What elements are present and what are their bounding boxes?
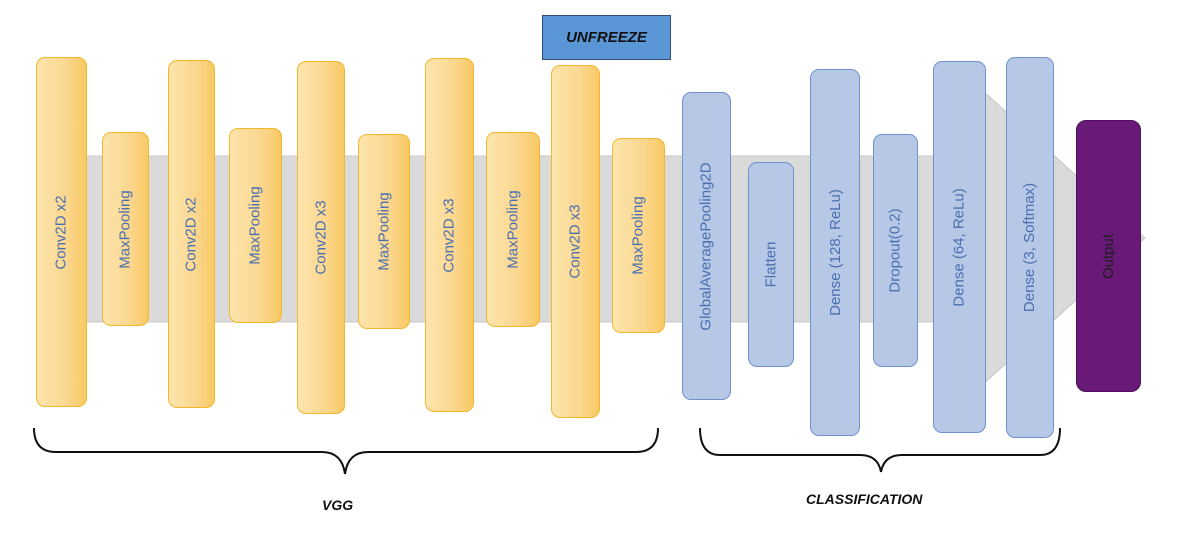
- classification-bracket: [699, 427, 1061, 473]
- classification-layer: Dense (128, ReLu): [810, 69, 860, 436]
- classification-layer: GlobalAveragePooling2D: [682, 92, 731, 400]
- layer-label: Conv2D x2: [183, 196, 201, 272]
- vgg-layer: MaxPooling: [358, 134, 410, 329]
- output-block: Output: [1076, 120, 1141, 392]
- layer-label: MaxPooling: [630, 196, 648, 275]
- vgg-bracket: [33, 427, 659, 475]
- vgg-group-label: VGG: [322, 497, 354, 513]
- vgg-layer: MaxPooling: [612, 138, 665, 333]
- layer-label: Conv2D x2: [53, 194, 71, 270]
- vgg-layer: Conv2D x3: [551, 65, 600, 418]
- layer-label: Dropout(0.2): [887, 208, 904, 293]
- vgg-layer: Conv2D x3: [297, 61, 345, 414]
- layer-label: Conv2D x3: [312, 200, 330, 275]
- layer-label: MaxPooling: [117, 189, 135, 269]
- unfreeze-button[interactable]: UNFREEZE: [542, 15, 671, 60]
- classification-group-label: CLASSIFICATION: [806, 491, 923, 507]
- vgg-layer: MaxPooling: [486, 132, 540, 327]
- classification-layer: Dense (3, Softmax): [1006, 57, 1054, 438]
- layer-label: MaxPooling: [504, 190, 522, 269]
- vgg-layer: Conv2D x2: [36, 57, 87, 407]
- layer-label: GlobalAveragePooling2D: [698, 161, 716, 331]
- vgg-layer: Conv2D x3: [425, 58, 474, 412]
- output-label: Output: [1100, 233, 1117, 279]
- layer-label: Conv2D x3: [441, 197, 459, 273]
- classification-layer: Dense (64, ReLu): [933, 61, 986, 433]
- layer-label: Dense (128, ReLu): [826, 189, 844, 316]
- layer-label: Flatten: [762, 241, 780, 288]
- layer-label: MaxPooling: [247, 186, 265, 265]
- vgg-layer: MaxPooling: [102, 132, 149, 326]
- layer-label: Dense (3, Softmax): [1021, 182, 1039, 313]
- layer-label: Dense (64, ReLu): [951, 187, 968, 307]
- layer-label: Conv2D x3: [567, 204, 585, 279]
- classification-layer: Dropout(0.2): [873, 134, 918, 367]
- vgg-layer: MaxPooling: [229, 128, 282, 323]
- vgg-layer: Conv2D x2: [168, 60, 215, 408]
- classification-layer: Flatten: [748, 162, 794, 367]
- layer-label: MaxPooling: [375, 192, 393, 271]
